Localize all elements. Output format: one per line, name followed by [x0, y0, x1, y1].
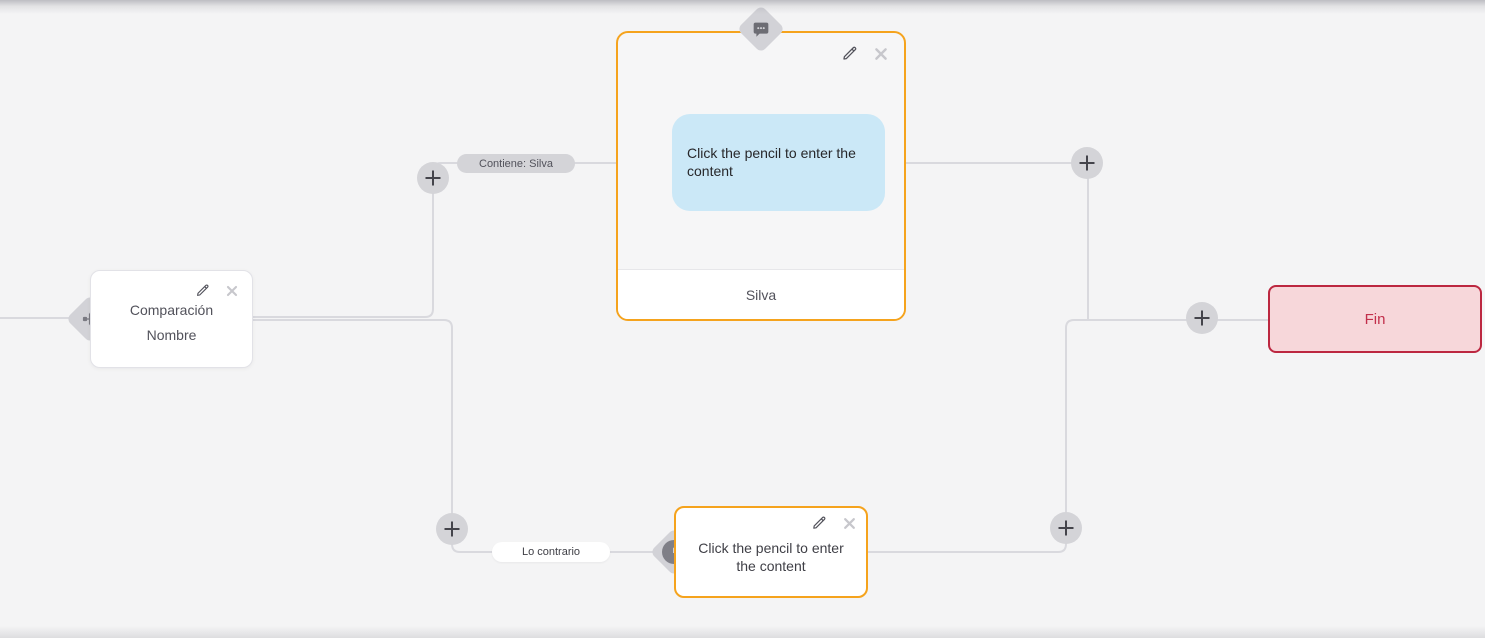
edge-label-contains[interactable]: Contiene: Silva — [457, 154, 575, 173]
close-icon[interactable] — [225, 284, 239, 298]
message-content-bubble: Click the pencil to enter the content — [672, 114, 885, 211]
end-node-label: Fin — [1364, 310, 1386, 328]
add-step-button[interactable] — [417, 162, 449, 194]
action-content-text: Click the pencil to enter the content — [698, 539, 844, 574]
add-step-button[interactable] — [1186, 302, 1218, 334]
chat-bubble-icon — [744, 12, 778, 46]
edge-condition-to-action — [253, 319, 658, 553]
end-node[interactable]: Fin — [1268, 285, 1482, 353]
plus-icon — [444, 521, 460, 537]
condition-title-line1: Comparación — [129, 302, 214, 318]
close-icon[interactable] — [842, 516, 857, 531]
plus-icon — [425, 170, 441, 186]
message-node[interactable]: Click the pencil to enter the content Si… — [616, 31, 906, 321]
add-step-button[interactable] — [436, 513, 468, 545]
add-step-button[interactable] — [1050, 512, 1082, 544]
edge-label-otherwise[interactable]: Lo contrario — [492, 542, 610, 562]
condition-title-line2: Nombre — [146, 327, 197, 343]
message-type-diamond — [736, 4, 786, 54]
message-footer-option[interactable]: Silva — [618, 269, 904, 319]
condition-node[interactable]: Comparación Nombre — [90, 270, 253, 368]
edge-action-to-end — [868, 319, 1268, 553]
pencil-icon[interactable] — [841, 45, 858, 62]
edge-message-to-end — [906, 162, 1089, 319]
plus-icon — [1058, 520, 1074, 536]
pencil-icon[interactable] — [811, 515, 827, 531]
plus-icon — [1194, 310, 1210, 326]
plus-icon — [1079, 155, 1095, 171]
action-node[interactable]: Click the pencil to enter the content — [674, 506, 868, 598]
add-step-button[interactable] — [1071, 147, 1103, 179]
close-icon[interactable] — [873, 46, 889, 62]
pencil-icon[interactable] — [195, 283, 210, 298]
